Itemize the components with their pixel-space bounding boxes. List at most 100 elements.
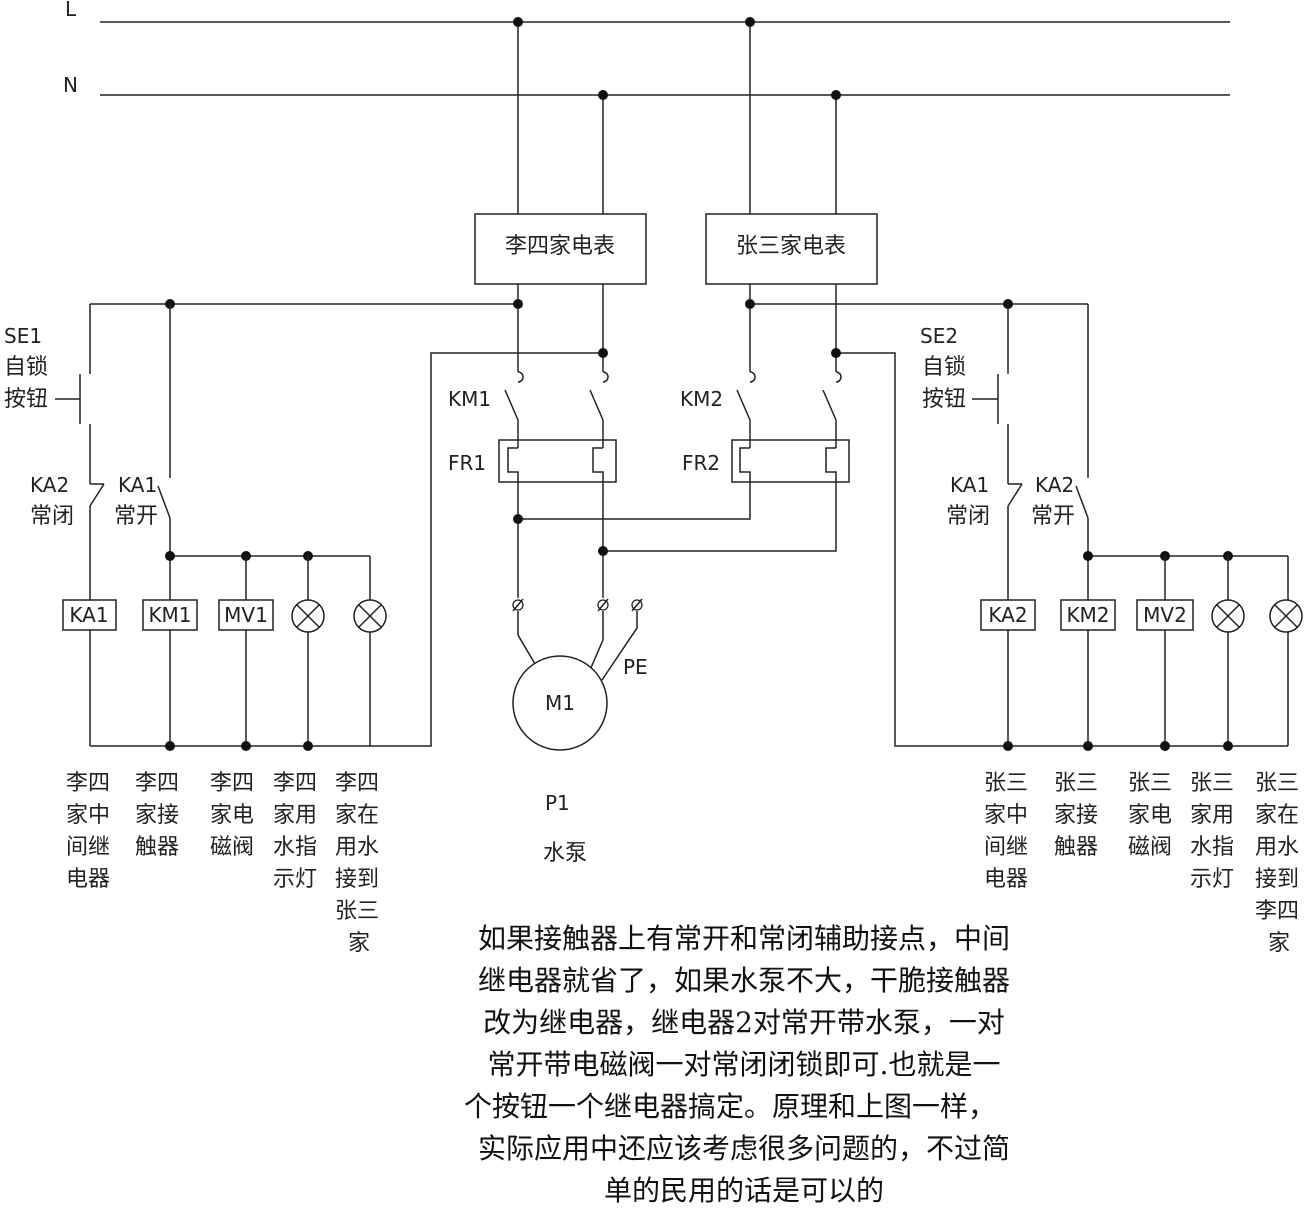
km1-coil	[142, 599, 198, 631]
pe-label: PE	[623, 655, 648, 679]
mv2-coil	[1136, 599, 1194, 631]
svg-text:家用: 家用	[1190, 803, 1234, 828]
svg-text:家在: 家在	[335, 803, 379, 828]
svg-text:触器: 触器	[1054, 835, 1098, 860]
mv1-coil-label: MV1	[224, 603, 268, 627]
svg-text:家电: 家电	[1128, 803, 1172, 828]
svg-text:实际应用中还应该考虑很多问题的，不过简: 实际应用中还应该考虑很多问题的，不过简	[478, 1132, 1010, 1165]
svg-text:个按钮一个继电器搞定。原理和上图一样，: 个按钮一个继电器搞定。原理和上图一样，	[464, 1090, 996, 1123]
svg-text:李四: 李四	[66, 771, 110, 796]
svg-text:家: 家	[348, 931, 370, 956]
svg-text:单的民用的话是可以的: 单的民用的话是可以的	[604, 1174, 884, 1207]
se1-desc-2: 按钮	[4, 387, 48, 412]
svg-text:触器: 触器	[135, 835, 179, 860]
lisi-water-lamp	[291, 599, 325, 633]
fr1-label: FR1	[448, 451, 486, 475]
svg-text:间继: 间继	[66, 835, 110, 860]
left-captions: 李四 家中 间继 电器 李四 家接 触器 李四 家电 磁阀 李四 家用 水指 示…	[66, 771, 379, 956]
line-l-label: L	[65, 0, 77, 21]
left-ka-no-label: KA1	[118, 473, 157, 497]
left-ka-no-desc: 常开	[114, 504, 158, 529]
svg-text:用水: 用水	[335, 835, 379, 860]
mv2-coil-label: MV2	[1143, 603, 1187, 627]
se2-desc-1: 自锁	[922, 355, 966, 380]
svg-text:张三: 张三	[1128, 771, 1172, 796]
svg-text:家接: 家接	[135, 803, 179, 828]
svg-text:张三: 张三	[335, 899, 379, 924]
right-ka-nc-label: KA1	[950, 473, 989, 497]
km1-coil-label: KM1	[148, 603, 191, 627]
svg-text:常开带电磁阀一对常闭闭锁即可.也就是一: 常开带电磁阀一对常闭闭锁即可.也就是一	[488, 1048, 1001, 1081]
km2-label: KM2	[680, 387, 723, 411]
ka2-no-contact	[1075, 485, 1089, 519]
svg-text:电器: 电器	[66, 867, 110, 892]
km2-coil-label: KM2	[1066, 603, 1109, 627]
km1-label: KM1	[448, 387, 491, 411]
zhangsan-to-lisi-lamp	[1269, 599, 1303, 633]
svg-text:家中: 家中	[66, 803, 110, 828]
svg-text:李四: 李四	[135, 771, 179, 796]
svg-text:间继: 间继	[984, 835, 1028, 860]
svg-text:张三: 张三	[1255, 771, 1299, 796]
motor-label: M1	[545, 691, 575, 715]
svg-text:电器: 电器	[984, 867, 1028, 892]
svg-text:家电: 家电	[210, 803, 254, 828]
ka2-coil	[980, 599, 1036, 631]
right-ka-no-label: KA2	[1035, 473, 1074, 497]
zhangsan-meter-label: 张三家电表	[736, 234, 846, 259]
svg-text:李四: 李四	[1255, 899, 1299, 924]
svg-text:李四: 李四	[335, 771, 379, 796]
fr2-relay	[731, 439, 850, 483]
pump-id: P1	[545, 791, 570, 815]
se2-desc-2: 按钮	[922, 387, 966, 412]
svg-text:改为继电器，继电器2对常开带水泵，一对: 改为继电器，继电器2对常开带水泵，一对	[483, 1006, 1005, 1039]
lisi-to-zhangsan-lamp	[353, 599, 387, 633]
svg-text:水指: 水指	[1190, 835, 1234, 860]
svg-text:张三: 张三	[1190, 771, 1234, 796]
svg-text:继电器就省了，如果水泵不大，干脆接触器: 继电器就省了，如果水泵不大，干脆接触器	[478, 964, 1010, 997]
svg-text:李四: 李四	[210, 771, 254, 796]
se2-label: SE2	[920, 324, 958, 348]
svg-text:磁阀: 磁阀	[1128, 835, 1172, 860]
svg-text:如果接触器上有常开和常闭辅助接点，中间: 如果接触器上有常开和常闭辅助接点，中间	[478, 922, 1010, 955]
left-ka-nc-label: KA2	[30, 473, 69, 497]
fr1-relay	[498, 439, 617, 483]
ka2-coil-label: KA2	[988, 603, 1027, 627]
svg-text:示灯: 示灯	[1190, 867, 1234, 892]
svg-text:接到: 接到	[1255, 867, 1299, 892]
svg-text:家用: 家用	[273, 803, 317, 828]
lisi-meter	[474, 213, 647, 285]
svg-text:张三: 张三	[1054, 771, 1098, 796]
motor-terminals	[512, 598, 643, 612]
svg-text:水指: 水指	[273, 835, 317, 860]
svg-text:李四: 李四	[273, 771, 317, 796]
svg-text:家中: 家中	[984, 803, 1028, 828]
mv1-coil	[218, 599, 274, 631]
right-ka-nc-desc: 常闭	[946, 504, 990, 529]
zhangsan-meter	[705, 213, 878, 285]
svg-text:示灯: 示灯	[273, 867, 317, 892]
svg-text:家接: 家接	[1054, 803, 1098, 828]
svg-text:磁阀: 磁阀	[210, 835, 254, 860]
se1-desc-1: 自锁	[4, 355, 48, 380]
motor-m1	[512, 655, 608, 751]
explanation-note: 如果接触器上有常开和常闭辅助接点，中间 继电器就省了，如果水泵不大，干脆接触器 …	[464, 922, 1010, 1207]
svg-text:家在: 家在	[1255, 803, 1299, 828]
svg-text:接到: 接到	[335, 867, 379, 892]
svg-text:用水: 用水	[1255, 835, 1299, 860]
svg-text:张三: 张三	[984, 771, 1028, 796]
ka1-coil	[62, 599, 117, 631]
zhangsan-water-lamp	[1211, 599, 1245, 633]
left-ka-nc-desc: 常闭	[30, 504, 74, 529]
svg-text:家: 家	[1268, 931, 1290, 956]
pump-label: 水泵	[543, 841, 587, 866]
right-ka-no-desc: 常开	[1031, 504, 1075, 529]
km2-coil	[1060, 599, 1116, 631]
ka1-no-contact	[157, 485, 171, 519]
right-captions: 张三 家中 间继 电器 张三 家接 触器 张三 家电 磁阀 张三 家用 水指 示…	[984, 771, 1299, 956]
fr2-label: FR2	[682, 451, 720, 475]
line-n-label: N	[63, 73, 78, 97]
ka1-coil-label: KA1	[69, 603, 108, 627]
